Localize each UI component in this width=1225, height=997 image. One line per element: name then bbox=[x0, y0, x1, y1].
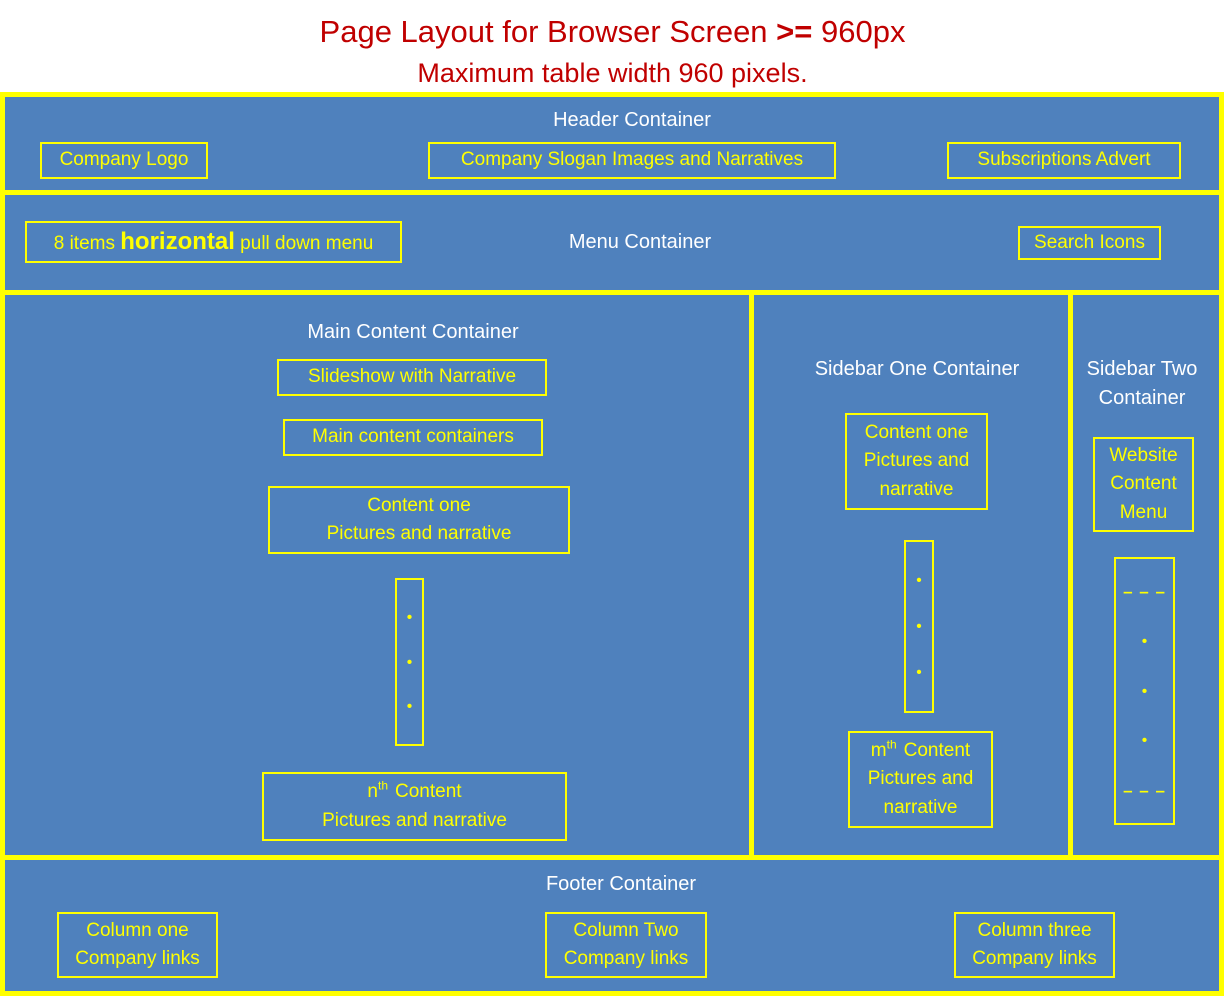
footer-column-two-box: Column Two Company links bbox=[545, 912, 707, 978]
main-content-ellipsis-box: • • • bbox=[395, 578, 424, 746]
website-content-menu-line3: Menu bbox=[1119, 501, 1168, 523]
company-logo-box: Company Logo bbox=[40, 142, 208, 179]
company-logo-label: Company Logo bbox=[59, 149, 189, 171]
sidebar-two-container-label-line2: Container bbox=[1098, 387, 1186, 409]
mth-content-line1: mth Content bbox=[871, 737, 970, 766]
nth-rest: Content bbox=[395, 781, 462, 802]
header-menu-divider bbox=[0, 190, 1224, 195]
page-title-operator: >= bbox=[776, 14, 813, 49]
pulldown-bold-word: horizontal bbox=[120, 228, 235, 255]
pulldown-prefix: 8 items bbox=[53, 233, 121, 254]
nth-content-line2: Pictures and narrative bbox=[322, 809, 507, 831]
dot-icon: • bbox=[1141, 731, 1148, 749]
nth-content-line1: nth Content bbox=[367, 778, 461, 807]
slideshow-label: Slideshow with Narrative bbox=[307, 366, 517, 388]
sidebar-one-content-one-box: Content one Pictures and narrative bbox=[845, 413, 988, 510]
sidebar-two-menu-list-box: – – – • • • – – – bbox=[1114, 557, 1175, 825]
nth-content-box: nth Content Pictures and narrative bbox=[262, 772, 567, 841]
dot-icon: • bbox=[916, 664, 922, 681]
footer-column-one-line2: Company links bbox=[75, 948, 200, 969]
mth-superscript: th bbox=[886, 737, 897, 752]
dashed-line-icon: – – – bbox=[1123, 781, 1166, 800]
main-content-container-label: Main Content Container bbox=[307, 321, 519, 343]
mth-content-line2: Pictures and bbox=[867, 768, 974, 790]
dot-icon: • bbox=[1141, 682, 1148, 700]
sidebar-two-container-label-line1: Sidebar Two bbox=[1086, 358, 1198, 380]
website-content-menu-line2: Content bbox=[1110, 473, 1177, 495]
main-content-containers-label: Main content containers bbox=[312, 426, 514, 448]
dot-icon: • bbox=[916, 572, 922, 589]
page-subtitle: Maximum table width 960 pixels. bbox=[417, 58, 808, 88]
subscriptions-advert-label: Subscriptions Advert bbox=[977, 149, 1151, 171]
company-slogan-box: Company Slogan Images and Narratives bbox=[428, 142, 836, 179]
layout-diagram-canvas bbox=[0, 92, 1224, 996]
pulldown-suffix: pull down menu bbox=[234, 233, 374, 254]
search-icons-label: Search Icons bbox=[1034, 231, 1145, 253]
pulldown-menu-box: 8 items horizontal pull down menu bbox=[25, 221, 402, 263]
mth-base: m bbox=[870, 739, 887, 761]
mth-content-box: mth Content Pictures and narrative bbox=[848, 731, 993, 828]
dot-icon: • bbox=[916, 618, 922, 635]
footer-column-one-line1: Column one bbox=[86, 919, 189, 941]
footer-column-three-line2: Company links bbox=[972, 948, 1097, 969]
main-content-one-line1: Content one bbox=[367, 494, 471, 516]
page-title-size: 960px bbox=[812, 14, 906, 49]
dashed-line-icon: – – – bbox=[1123, 582, 1166, 601]
main-content-one-line2: Pictures and narrative bbox=[326, 523, 512, 544]
header-container-label: Header Container bbox=[553, 109, 711, 131]
footer-column-three-box: Column three Company links bbox=[954, 912, 1115, 978]
slideshow-box: Slideshow with Narrative bbox=[277, 359, 547, 396]
footer-column-two-line1: Column Two bbox=[573, 919, 679, 941]
footer-column-two-line2: Company links bbox=[563, 948, 689, 969]
menu-container-label: Menu Container bbox=[568, 231, 712, 253]
company-slogan-label: Company Slogan Images and Narratives bbox=[460, 149, 804, 171]
dot-icon: • bbox=[406, 698, 413, 716]
website-content-menu-box: Website Content Menu bbox=[1093, 437, 1194, 532]
mth-rest: Content bbox=[903, 739, 971, 761]
sidebar-one-ellipsis-box: • • • bbox=[904, 540, 934, 713]
website-content-menu-line1: Website bbox=[1109, 444, 1178, 466]
content-footer-divider bbox=[0, 855, 1224, 860]
menu-content-divider bbox=[0, 290, 1224, 295]
main-content-containers-box: Main content containers bbox=[283, 419, 543, 456]
sidebar-one-container-label: Sidebar One Container bbox=[814, 358, 1020, 380]
nth-superscript: th bbox=[378, 778, 389, 793]
footer-container-label: Footer Container bbox=[545, 873, 697, 895]
footer-column-three-line1: Column three bbox=[977, 919, 1092, 941]
sidebar-one-sidebar-two-divider bbox=[1068, 295, 1073, 855]
sidebar-one-content-one-line3: narrative bbox=[879, 478, 954, 500]
sidebar-one-content-one-line2: Pictures and bbox=[863, 450, 970, 472]
page-title-text: Page Layout for Browser Screen bbox=[319, 14, 777, 49]
main-sidebar-one-divider bbox=[749, 295, 754, 855]
main-content-one-box: Content one Pictures and narrative bbox=[268, 486, 570, 554]
pulldown-menu-label: 8 items horizontal pull down menu bbox=[54, 224, 374, 260]
mth-content-line3: narrative bbox=[883, 796, 958, 818]
dot-icon: • bbox=[406, 653, 413, 671]
page-title: Page Layout for Browser Screen >= 960px bbox=[0, 14, 1225, 50]
dot-icon: • bbox=[406, 608, 413, 626]
sidebar-one-content-one-line1: Content one bbox=[864, 421, 969, 443]
subscriptions-advert-box: Subscriptions Advert bbox=[947, 142, 1181, 179]
footer-column-one-box: Column one Company links bbox=[57, 912, 218, 978]
nth-base: n bbox=[367, 781, 378, 802]
search-icons-box: Search Icons bbox=[1018, 226, 1161, 260]
dot-icon: • bbox=[1141, 633, 1148, 651]
